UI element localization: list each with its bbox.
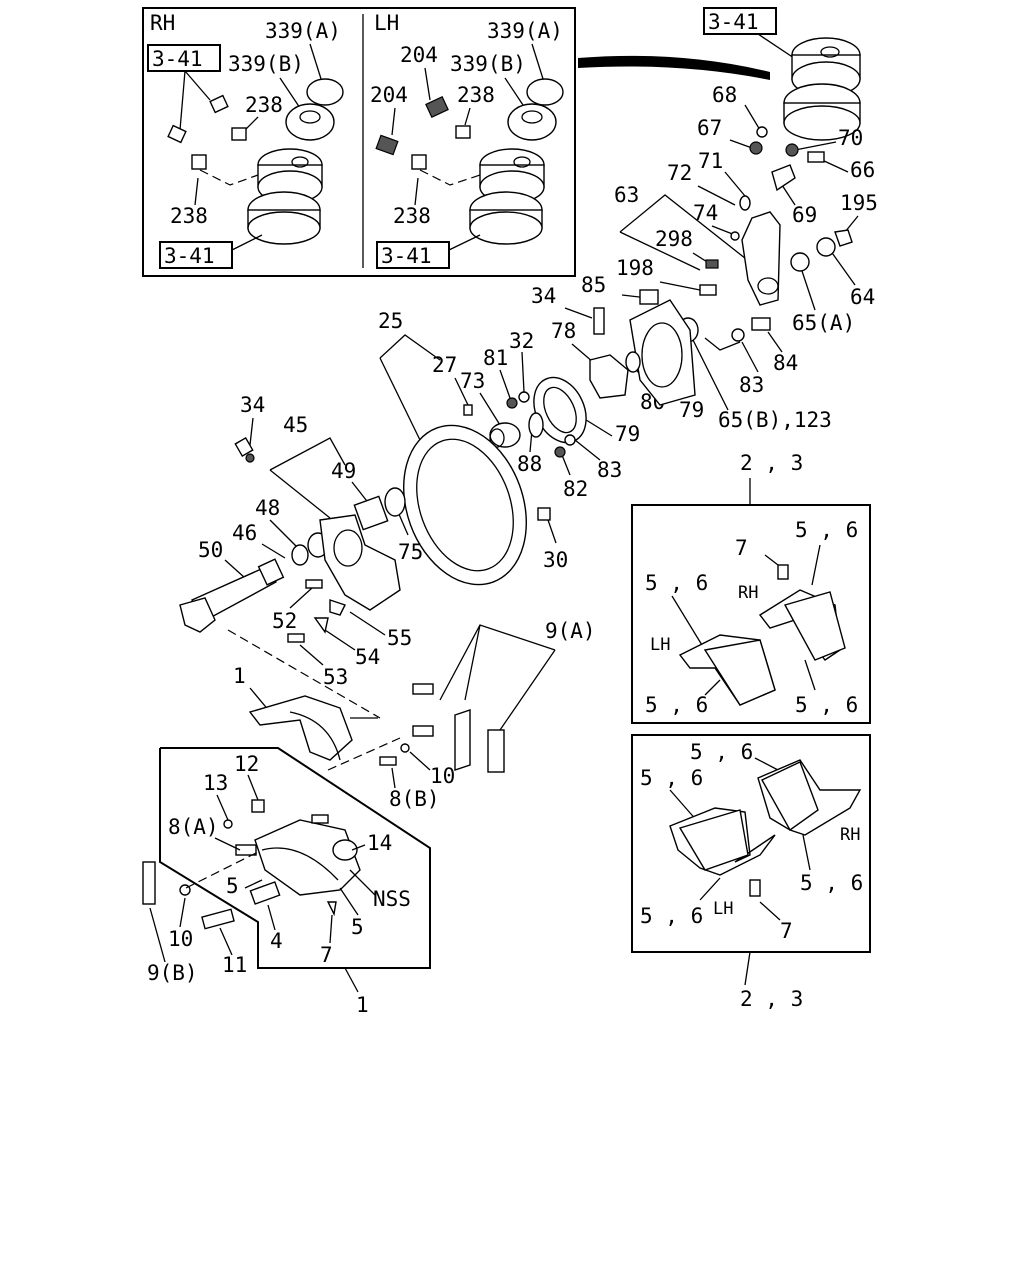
main-ref-label: 3-41 [708,10,759,34]
callout-73: 73 [460,369,485,393]
callout-34-mid: 34 [240,393,265,417]
callout-83-lower: 83 [597,458,622,482]
callout-82: 82 [563,477,588,501]
callout-84: 84 [773,351,798,375]
inset-rh-label-238-top: 238 [245,93,283,117]
callout-79-right: 79 [679,398,704,422]
callout-65b-123: 65(B),123 [718,408,832,432]
callout-9b: 9(B) [147,961,198,985]
inset-lh-label-238-top: 238 [457,83,495,107]
callout-66: 66 [850,158,875,182]
callout-71: 71 [698,149,723,173]
shoe-assembly: 9(A) 1 10 8(B) 12 13 8(A) 14 NSS 5 5 10 … [142,619,596,1017]
box-lower-label-56-br: 5 , 6 [800,871,863,895]
chamber-inset-panel [142,7,576,277]
callout-64: 64 [850,285,875,309]
inset-lh-label-204-mid: 204 [370,83,408,107]
callout-70: 70 [838,126,863,150]
callout-198: 198 [616,256,654,280]
inset-lh-label-204-top: 204 [400,43,438,67]
inset-lh: LH 3-41 339(A) 204 339(B) 204 238 238 [370,11,564,269]
box-upper-title: 2 , 3 [740,451,803,475]
callout-46: 46 [232,521,257,545]
callout-85: 85 [581,273,606,297]
inset-rh: RH 3-41 3-41 339(A) 339(B) 238 238 [147,11,344,269]
callout-10-right: 10 [430,764,455,788]
callout-48: 48 [255,496,280,520]
callout-1-top: 1 [233,664,246,688]
callout-72: 72 [667,161,692,185]
box-lower-side-lh: LH [713,899,733,919]
inset-rh-ref-bottom: 3-41 [164,244,215,268]
callout-83-upper: 83 [739,373,764,397]
inset-rh-side-label: RH [150,11,175,35]
callout-45: 45 [283,413,308,437]
box-upper-label-56-tl: 5 , 6 [645,571,708,595]
box-upper-side-rh: RH [738,583,758,603]
callout-9a: 9(A) [545,619,596,643]
inset-rh-label-339b: 339(B) [228,52,304,76]
inset-rh-label-339a: 339(A) [265,19,341,43]
callout-81: 81 [483,346,508,370]
callout-79-left: 79 [615,422,640,446]
callout-11: 11 [222,953,247,977]
callout-53: 53 [323,665,348,689]
box-lower-label-56-bl: 5 , 6 [640,904,703,928]
callout-5-left: 5 [226,874,239,898]
callout-12: 12 [234,752,259,776]
callout-67: 67 [697,116,722,140]
main-chamber-group: 3-41 [578,7,861,141]
inset-rh-ref-top: 3-41 [152,47,203,71]
callout-1-bottom: 1 [356,993,369,1017]
callout-8b: 8(B) [389,787,440,811]
box-lower-label-56-top: 5 , 6 [690,740,753,764]
callout-74: 74 [693,201,718,225]
inset-lh-ref-bottom: 3-41 [381,244,432,268]
callout-34-upper: 34 [531,284,556,308]
lining-box-lower: 2 , 3 5 , 6 5 , 6 5 , 6 5 , 6 7 RH LH [631,734,871,1011]
callout-50: 50 [198,538,223,562]
callout-63: 63 [614,183,639,207]
callout-4: 4 [270,929,283,953]
callout-8a: 8(A) [168,815,219,839]
lining-box-upper: 2 , 3 7 5 , 6 5 , 6 5 , 6 5 , 6 RH LH [631,451,871,724]
box-lower-side-rh: RH [840,825,860,845]
box-upper-label-56-bl: 5 , 6 [645,693,708,717]
box-lower-label-56-tl: 5 , 6 [640,766,703,790]
inset-lh-side-label: LH [374,11,399,35]
callout-10-left: 10 [168,927,193,951]
callout-30: 30 [543,548,568,572]
box-lower-title: 2 , 3 [740,987,803,1011]
callout-25: 25 [378,309,403,333]
callout-298: 298 [655,227,693,251]
callout-5-right: 5 [351,915,364,939]
box-upper-side-lh: LH [650,635,670,655]
box-upper-label-7: 7 [735,536,748,560]
callout-68: 68 [712,83,737,107]
callout-75: 75 [398,540,423,564]
inset-lh-label-339b: 339(B) [450,52,526,76]
callout-78: 78 [551,319,576,343]
box-upper-label-56-br: 5 , 6 [795,693,858,717]
callout-nss: NSS [373,887,411,911]
inset-rh-label-238-bottom: 238 [170,204,208,228]
callout-14: 14 [367,831,392,855]
box-upper-label-56-tr: 5 , 6 [795,518,858,542]
callout-55: 55 [387,626,412,650]
box-lower-label-7: 7 [780,919,793,943]
inset-lh-label-238-bottom: 238 [393,204,431,228]
callout-7-shoe: 7 [320,943,333,967]
callout-65a: 65(A) [792,311,855,335]
callout-195: 195 [840,191,878,215]
callout-88: 88 [517,452,542,476]
inset-lh-label-339a: 339(A) [487,19,563,43]
upper-assembly: 68 67 70 66 71 72 74 69 195 63 298 198 6… [378,83,878,586]
callout-52: 52 [272,609,297,633]
callout-32: 32 [509,329,534,353]
callout-13: 13 [203,771,228,795]
camshaft-assembly: 34 45 49 48 46 75 50 52 55 54 53 30 [179,393,568,719]
callout-69: 69 [792,203,817,227]
callout-54: 54 [355,645,380,669]
